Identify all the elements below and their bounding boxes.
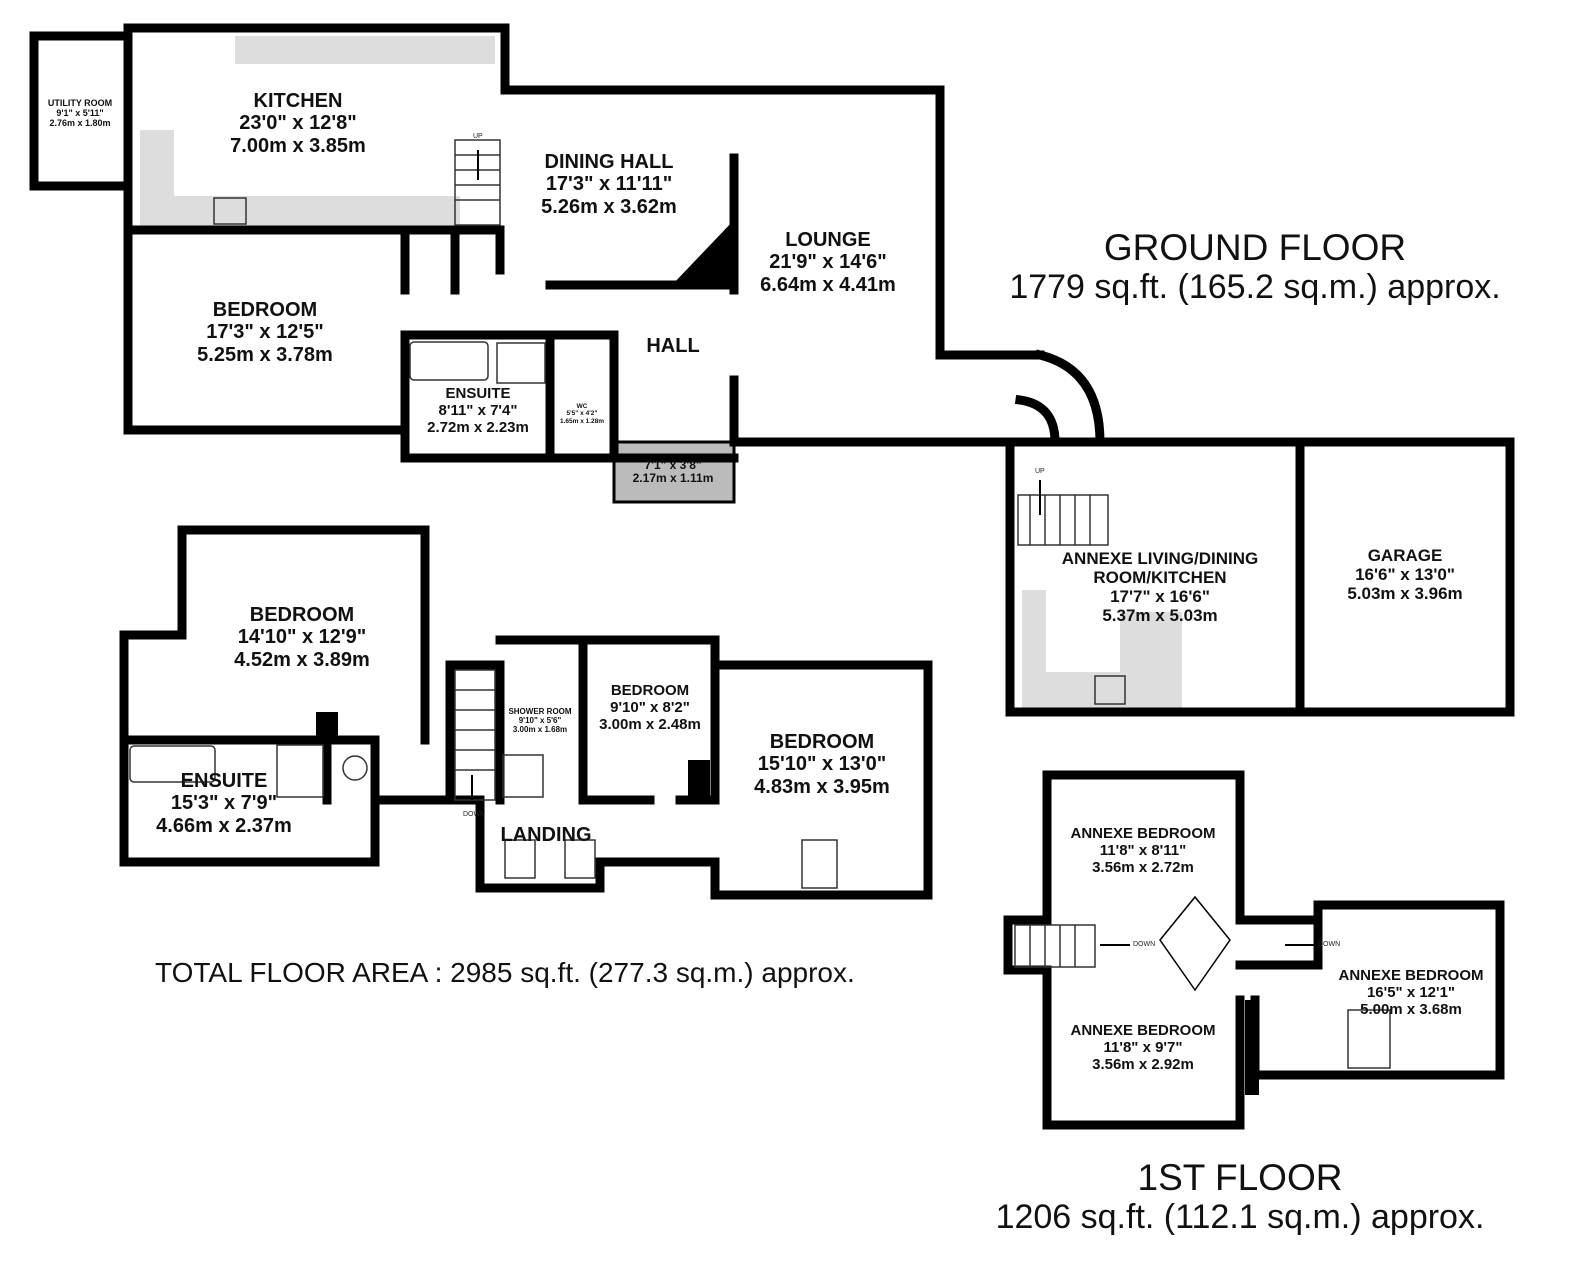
room-label-gf-ensuite: ENSUITE 8'11" x 7'4" 2.72m x 2.23m xyxy=(427,385,529,436)
total-floor-area: TOTAL FLOOR AREA : 2985 sq.ft. (277.3 sq… xyxy=(155,957,855,988)
room-label-shower-room: SHOWER ROOM 9'10" x 5'6" 3.00m x 1.68m xyxy=(508,707,572,734)
room-label-ff-bedroom-2: BEDROOM 9'10" x 8'2" 3.00m x 2.48m xyxy=(599,682,701,733)
room-label-annexe-bed-1: ANNEXE BEDROOM 11'8" x 8'11" 3.56m x 2.7… xyxy=(1070,825,1216,876)
walls xyxy=(29,23,1515,1130)
room-label-landing: LANDING xyxy=(500,824,592,846)
room-label-hall: HALL xyxy=(646,335,700,357)
worktops xyxy=(140,36,1182,708)
stair-label-down-main: DOWN xyxy=(463,811,486,818)
room-label-dining-hall: DINING HALL 17'3" x 11'11" 5.26m x 3.62m xyxy=(541,151,677,218)
room-label-ff-ensuite: ENSUITE 15'3" x 7'9" 4.66m x 2.37m xyxy=(156,770,292,837)
stair-label-up-annexe: UP xyxy=(1035,468,1045,475)
ground-floor-area: 1779 sq.ft. (165.2 sq.m.) approx. xyxy=(1009,267,1501,306)
room-label-annexe-bed-3: ANNEXE BEDROOM 16'5" x 12'1" 5.00m x 3.6… xyxy=(1338,967,1484,1018)
first-floor-heading: 1ST FLOOR 1206 sq.ft. (112.1 sq.m.) appr… xyxy=(945,1157,1535,1236)
ground-floor-title: GROUND FLOOR xyxy=(1103,227,1407,268)
first-floor-area: 1206 sq.ft. (112.1 sq.m.) approx. xyxy=(995,1197,1485,1236)
room-label-lounge: LOUNGE 21'9" x 14'6" 6.64m x 4.41m xyxy=(760,229,896,296)
room-label-kitchen: KITCHEN 23'0" x 12'8" 7.00m x 3.85m xyxy=(230,90,366,157)
fixtures xyxy=(129,139,1391,1069)
fireplaces xyxy=(316,220,1259,1095)
first-floor-title: 1ST FLOOR xyxy=(1137,1157,1343,1198)
stair-label-down-annexe-2: DOWN xyxy=(1318,941,1341,948)
stair-arrows xyxy=(471,150,1315,946)
room-label-annexe-bed-2: ANNEXE BEDROOM 11'8" x 9'7" 3.56m x 2.92… xyxy=(1070,1022,1216,1073)
room-label-annexe-living: ANNEXE LIVING/DINING ROOM/KITCHEN 17'7" … xyxy=(1061,549,1259,626)
room-label-utility: UTILITY ROOM 9'1" x 5'11" 2.76m x 1.80m xyxy=(47,98,113,129)
room-label-wc: WC 5'5" x 4'2" 1.65m x 1.28m xyxy=(559,403,605,425)
stair-label-down-annexe-1: DOWN xyxy=(1133,941,1156,948)
ground-floor-heading: GROUND FLOOR 1779 sq.ft. (165.2 sq.m.) a… xyxy=(975,227,1535,306)
room-label-garage: GARAGE 16'6" x 13'0" 5.03m x 3.96m xyxy=(1347,546,1463,604)
room-label-gf-bedroom: BEDROOM 17'3" x 12'5" 5.25m x 3.78m xyxy=(197,299,333,366)
room-label-ff-bedroom-1: BEDROOM 14'10" x 12'9" 4.52m x 3.89m xyxy=(234,604,370,671)
porch-floor xyxy=(612,440,736,504)
room-label-ff-bedroom-3: BEDROOM 15'10" x 13'0" 4.83m x 3.95m xyxy=(754,731,890,798)
stair-label-up-main: UP xyxy=(473,133,483,140)
annexe-landing-arrow xyxy=(1159,895,1231,992)
room-label-porch: 7'1" x 3'8" 2.17m x 1.11m xyxy=(632,458,714,486)
